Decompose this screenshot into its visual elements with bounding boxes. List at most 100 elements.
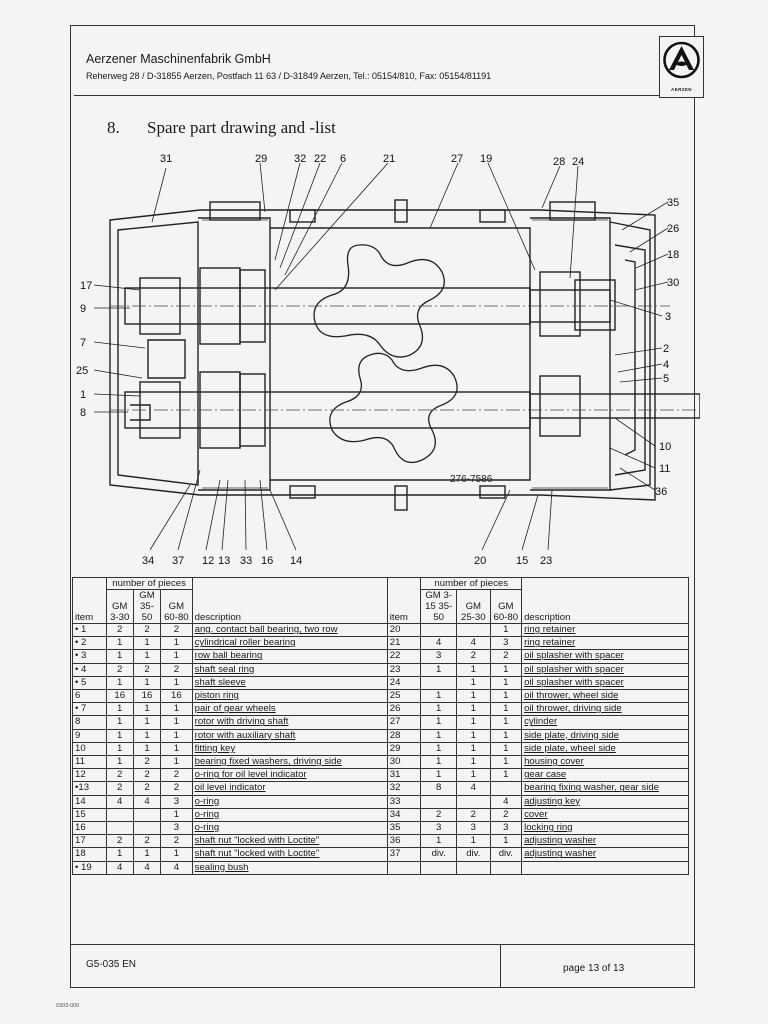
- cell-item: • 1: [72, 622, 107, 638]
- cell-quantity: 1: [105, 715, 134, 730]
- callout-31: 31: [160, 153, 172, 165]
- col-gm-35-50: GM 35-50: [132, 589, 162, 624]
- cell-quantity: 2: [160, 622, 193, 638]
- cell-quantity: 2: [489, 807, 523, 823]
- cell-description: o-ring: [191, 794, 388, 809]
- cell-description: shaft nut "locked with Loctite": [191, 847, 388, 862]
- callout-25: 25: [76, 365, 88, 377]
- callout-33: 33: [240, 555, 252, 567]
- cell-quantity: 1: [160, 649, 193, 664]
- cell-description: oil splasher with spacer: [521, 662, 689, 677]
- callout-23: 23: [540, 555, 552, 567]
- cell-quantity: 1: [132, 715, 162, 730]
- cell-quantity: 1: [105, 728, 134, 743]
- cell-quantity: 2: [105, 662, 134, 677]
- logo-text: AERZEN: [671, 87, 692, 92]
- cell-quantity: 1: [456, 689, 491, 704]
- cell-quantity: 2: [132, 755, 162, 770]
- cell-quantity: 1: [160, 636, 193, 651]
- cell-quantity: 1: [420, 834, 458, 849]
- cell-quantity: 2: [105, 781, 134, 796]
- cell-quantity: 1: [420, 715, 458, 730]
- cell-quantity: 3: [489, 821, 523, 836]
- cell-description: shaft seal ring: [191, 662, 388, 677]
- cell-quantity: [132, 807, 162, 823]
- cell-item: 9: [72, 728, 107, 743]
- callout-27: 27: [451, 153, 463, 165]
- cell-item: 18: [72, 847, 107, 862]
- document-code: G5-035 EN: [86, 959, 137, 970]
- cell-description: shaft sleeve: [191, 675, 388, 691]
- callout-7: 7: [80, 337, 86, 349]
- cell-quantity: 1: [420, 755, 458, 770]
- callout-21: 21: [383, 153, 395, 165]
- cell-quantity: 1: [132, 675, 162, 691]
- cell-quantity: [489, 860, 523, 875]
- cell-quantity: 1: [160, 847, 193, 862]
- cell-quantity: 4: [420, 636, 458, 651]
- cell-item: • 4: [72, 662, 107, 677]
- cell-quantity: 1: [105, 636, 134, 651]
- cell-item: • 5: [72, 675, 107, 691]
- cell-quantity: [456, 622, 491, 638]
- spare-part-drawing: 276-7586 31 29 32 22 6 21 27 19 28 24 35…: [76, 153, 700, 567]
- callout-36: 36: [655, 486, 667, 498]
- cell-quantity: 3: [456, 821, 491, 836]
- cell-item: 29: [386, 741, 422, 757]
- cell-description: cylindrical roller bearing: [191, 636, 388, 651]
- callout-13: 13: [218, 555, 230, 567]
- cell-quantity: [420, 622, 458, 638]
- cell-quantity: [420, 794, 458, 809]
- cell-description: cover: [521, 807, 689, 823]
- callout-30: 30: [667, 277, 679, 289]
- cell-description: side plate, driving side: [521, 728, 689, 743]
- cell-description: oil thrower, wheel side: [521, 689, 689, 704]
- cell-description: locking ring: [521, 821, 689, 836]
- cell-quantity: 2: [132, 768, 162, 783]
- callout-29: 29: [255, 153, 267, 165]
- cell-description: housing cover: [521, 755, 689, 770]
- cell-quantity: 1: [160, 807, 193, 823]
- footer-rule: [70, 944, 695, 945]
- description-header-right: description: [521, 577, 689, 624]
- cell-item: • 7: [72, 702, 107, 717]
- callout-17: 17: [80, 280, 92, 292]
- cell-quantity: 1: [105, 649, 134, 664]
- cell-quantity: 3: [160, 821, 193, 836]
- cell-description: cylinder: [521, 715, 689, 730]
- cell-quantity: 1: [456, 675, 491, 691]
- cell-description: adjusting key: [521, 794, 689, 809]
- cell-description: rotor with driving shaft: [191, 715, 388, 730]
- cell-quantity: 3: [420, 821, 458, 836]
- callout-28: 28: [553, 156, 565, 168]
- cell-quantity: 1: [160, 715, 193, 730]
- cell-quantity: 1: [489, 675, 523, 691]
- cell-item: 35: [386, 821, 422, 836]
- cell-item: 32: [386, 781, 422, 796]
- cell-item: 21: [386, 636, 422, 651]
- cell-item: 37: [386, 847, 422, 862]
- cell-quantity: 1: [160, 741, 193, 757]
- pieces-header-right: number of pieces: [420, 577, 523, 590]
- cell-description: oil splasher with spacer: [521, 649, 689, 664]
- cell-quantity: div.: [420, 847, 458, 862]
- cell-quantity: 1: [489, 715, 523, 730]
- cell-quantity: 1: [105, 675, 134, 691]
- cell-quantity: [489, 781, 523, 796]
- cell-quantity: 2: [456, 649, 491, 664]
- cell-item: • 19: [72, 860, 107, 875]
- cell-item: 28: [386, 728, 422, 743]
- footer-divider: [500, 944, 501, 988]
- cell-quantity: [456, 860, 491, 875]
- cell-item: 36: [386, 834, 422, 849]
- callout-32: 32: [294, 153, 306, 165]
- cell-quantity: 2: [456, 807, 491, 823]
- cell-quantity: [105, 821, 134, 836]
- cell-quantity: 2: [160, 662, 193, 677]
- cell-quantity: 2: [105, 622, 134, 638]
- cell-item: 26: [386, 702, 422, 717]
